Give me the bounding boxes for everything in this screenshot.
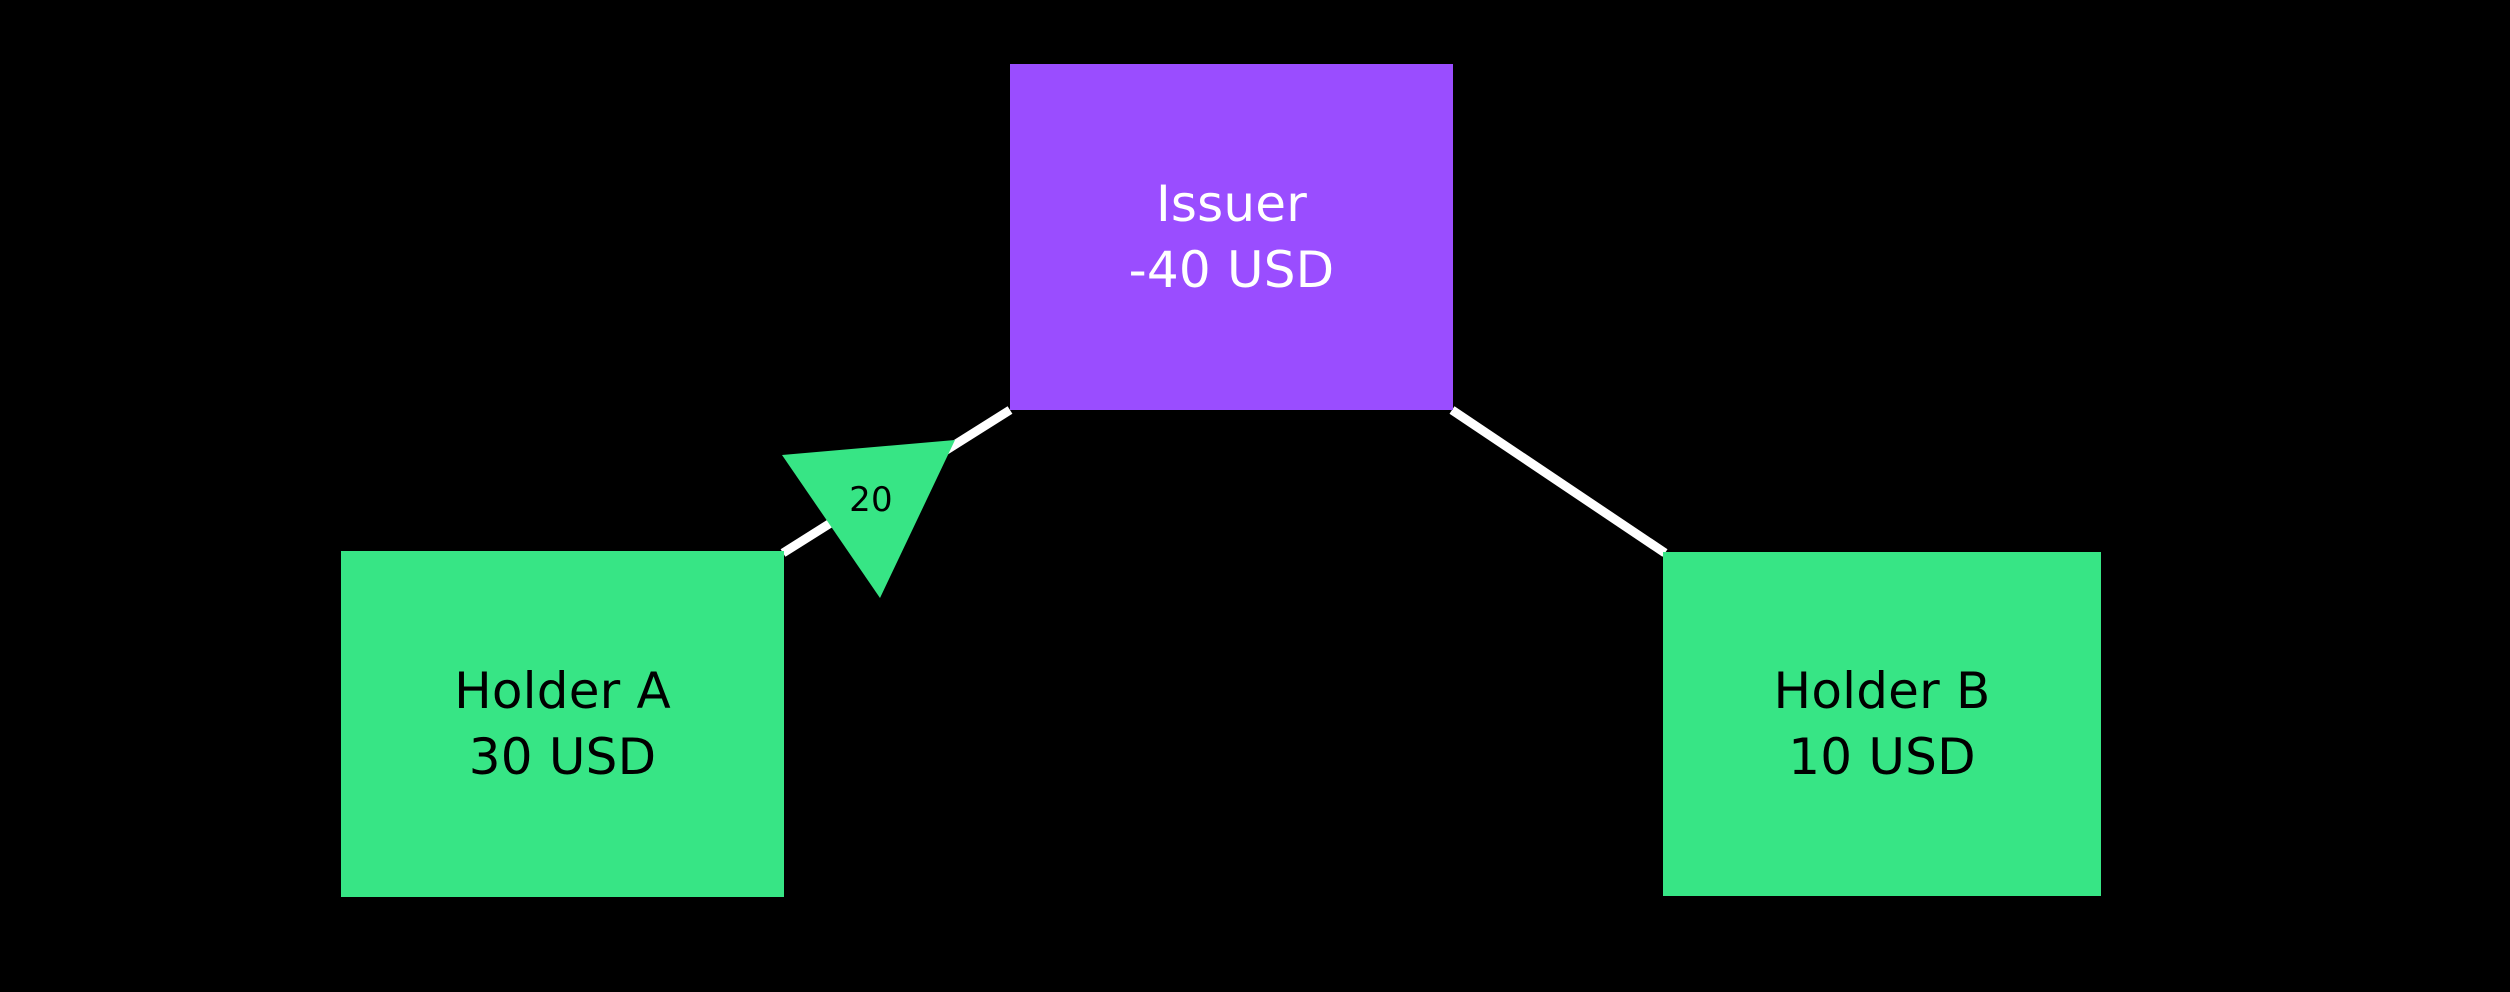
node-issuer-label: Issuer [1155,175,1308,233]
node-holder-b-balance: 10 USD [1788,728,1976,786]
node-issuer[interactable]: Issuer -40 USD [1010,64,1453,410]
edge-issuer-to-holder-b [1449,406,1668,557]
node-holder-a[interactable]: Holder A 30 USD [341,551,784,897]
edge-arrowhead-holder-a [782,440,955,598]
node-holder-b[interactable]: Holder B 10 USD [1663,552,2101,896]
node-holder-a-label: Holder A [454,662,671,720]
node-issuer-balance: -40 USD [1128,241,1335,299]
node-holder-a-balance: 30 USD [468,728,657,786]
node-holder-b-label: Holder B [1773,662,1991,720]
